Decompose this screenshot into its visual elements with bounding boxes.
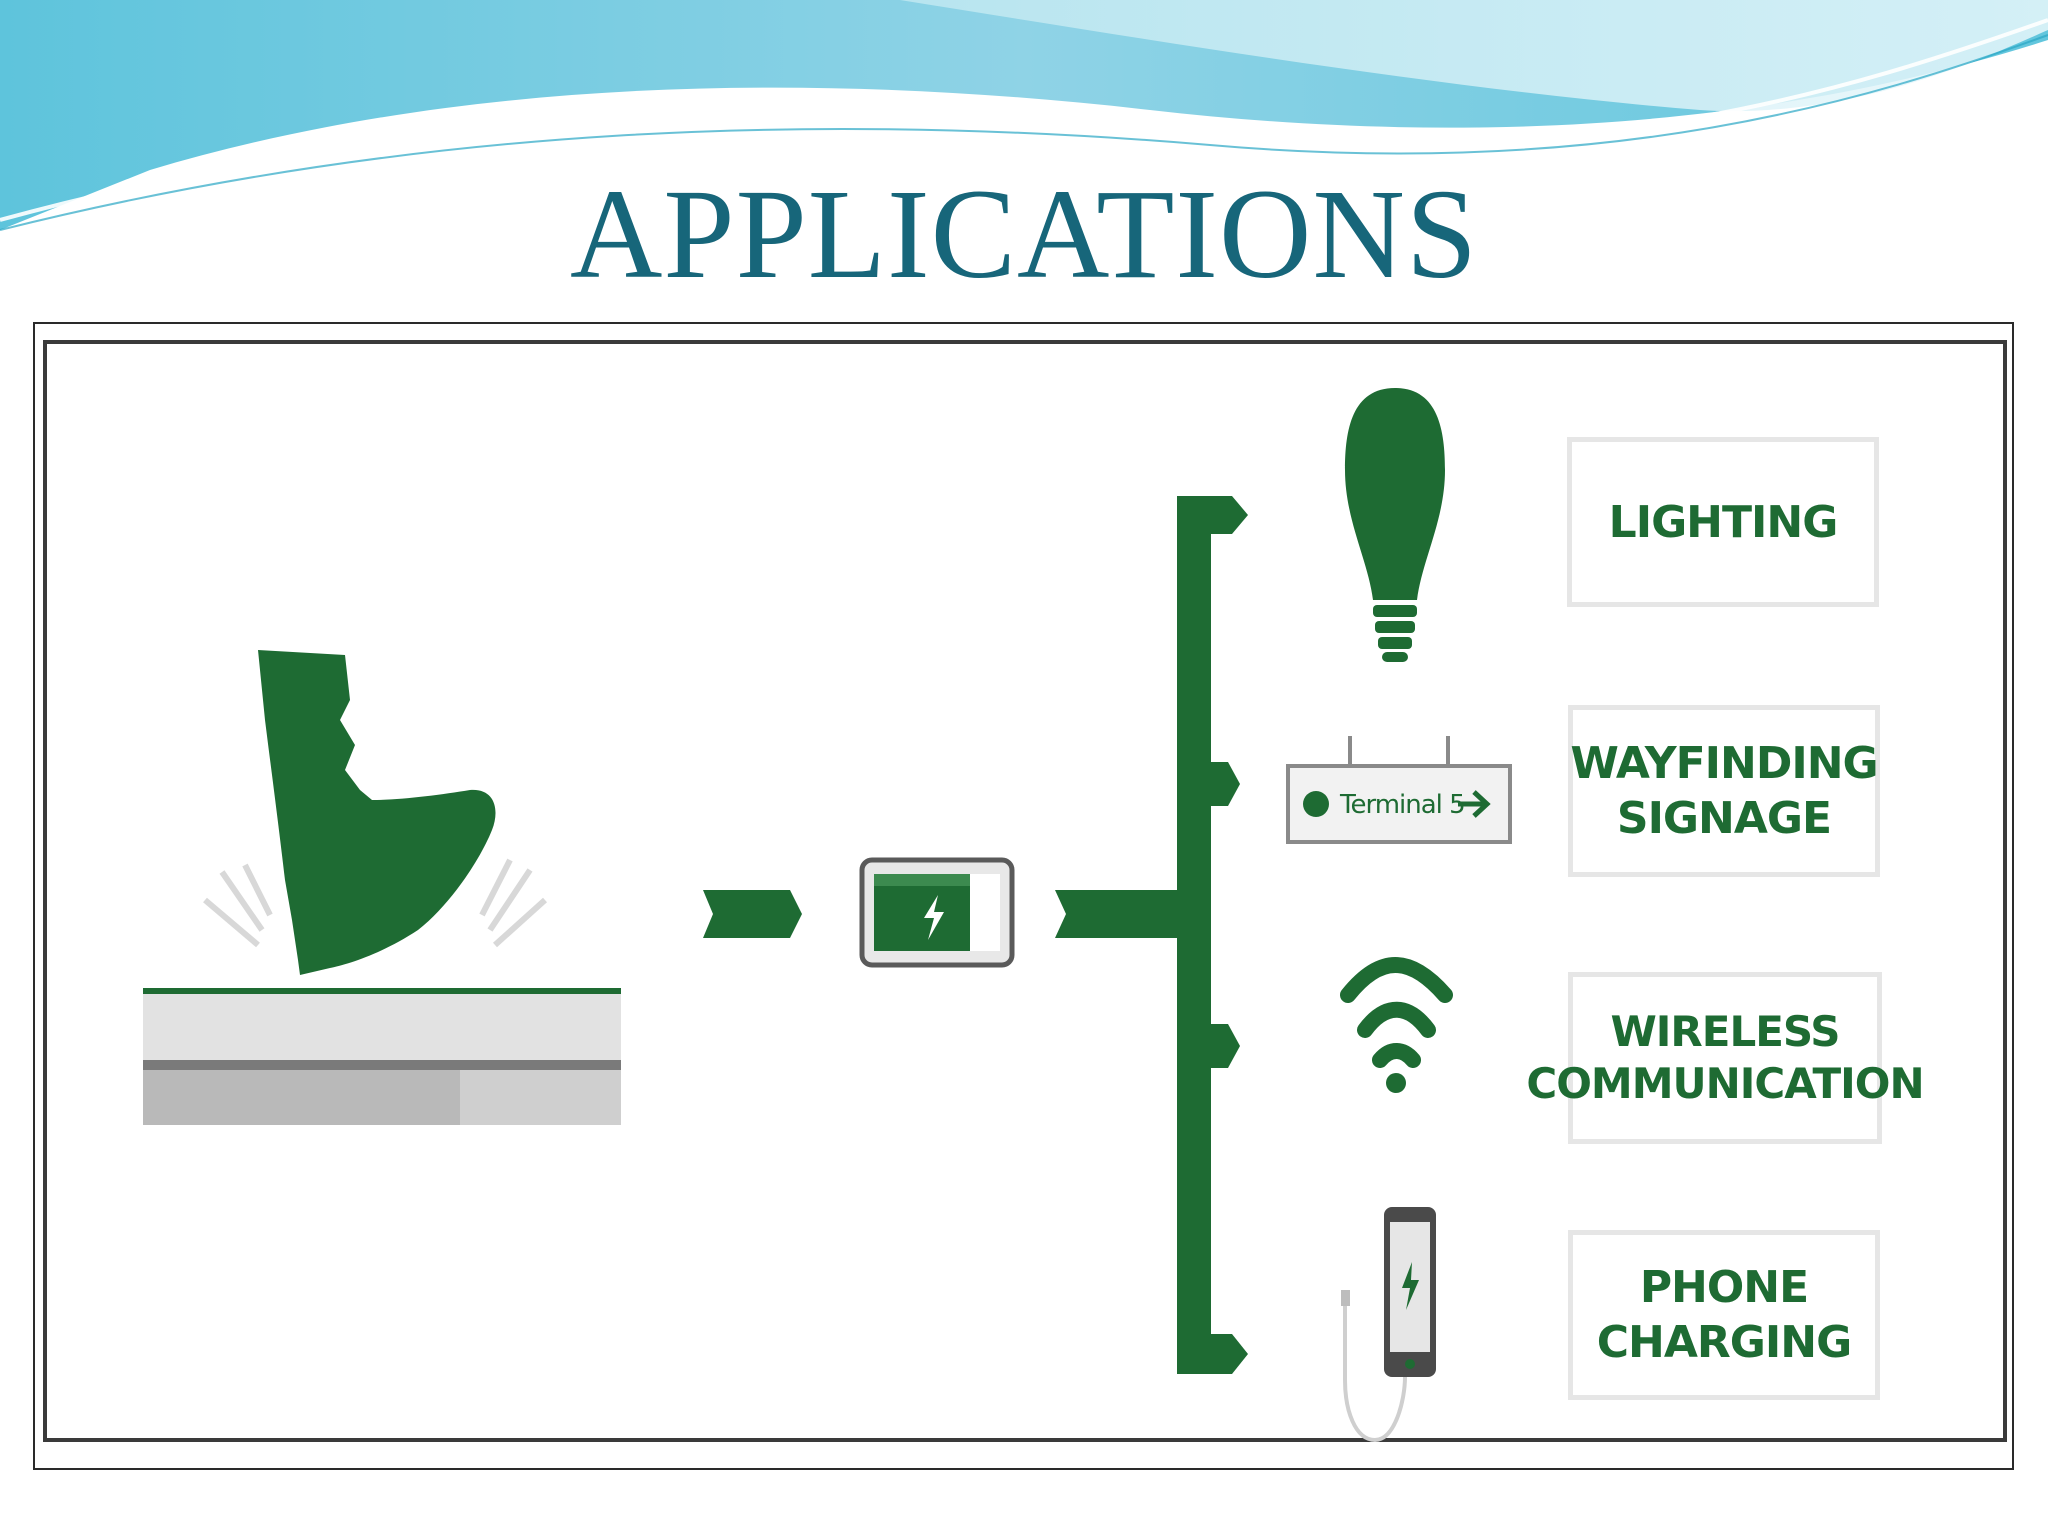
- battery-icon: [859, 857, 1015, 968]
- label-phone-line-2: CHARGING: [1596, 1317, 1852, 1368]
- impact-lines-icon: [203, 858, 548, 948]
- diagram-inner-frame: [43, 340, 2007, 1442]
- label-wireless-communication: WIRELESS COMMUNICATION: [1526, 972, 1925, 1144]
- wifi-dot: [1386, 1073, 1406, 1093]
- phone-icon: [1341, 1207, 1436, 1443]
- boot-icon: [258, 650, 496, 975]
- label-signage-line-1: WAYFINDING: [1570, 738, 1878, 789]
- diagram-outer-frame: [33, 322, 2014, 1470]
- floor-tile: [143, 988, 621, 1125]
- sign-text: Terminal 5: [1340, 790, 1466, 820]
- label-wireless-line-2: COMMUNICATION: [1526, 1059, 1924, 1108]
- label-wireless-line-1: WIRELESS: [1610, 1006, 1840, 1056]
- arrow-to-distribution: [1055, 890, 1180, 938]
- label-phone-charging: PHONE CHARGING: [1568, 1230, 1880, 1400]
- arrow-to-battery: [703, 890, 802, 938]
- label-phone-line-1: PHONE: [1639, 1262, 1809, 1313]
- wifi-icon: [1340, 957, 1453, 1068]
- label-lighting: LIGHTING: [1567, 437, 1879, 607]
- label-signage-line-2: SIGNAGE: [1616, 793, 1832, 844]
- label-wayfinding-signage: WAYFINDING SIGNAGE: [1568, 705, 1880, 877]
- lightbulb-icon: [1345, 388, 1445, 662]
- sign-icon: [1286, 736, 1512, 844]
- label-lighting-line-1: LIGHTING: [1608, 496, 1839, 548]
- slide-title: APPLICATIONS: [569, 163, 1479, 305]
- branch-arrows: [1177, 496, 1248, 1374]
- header-wave-decoration: [0, 0, 2048, 231]
- distribution-bus: [1177, 496, 1211, 1374]
